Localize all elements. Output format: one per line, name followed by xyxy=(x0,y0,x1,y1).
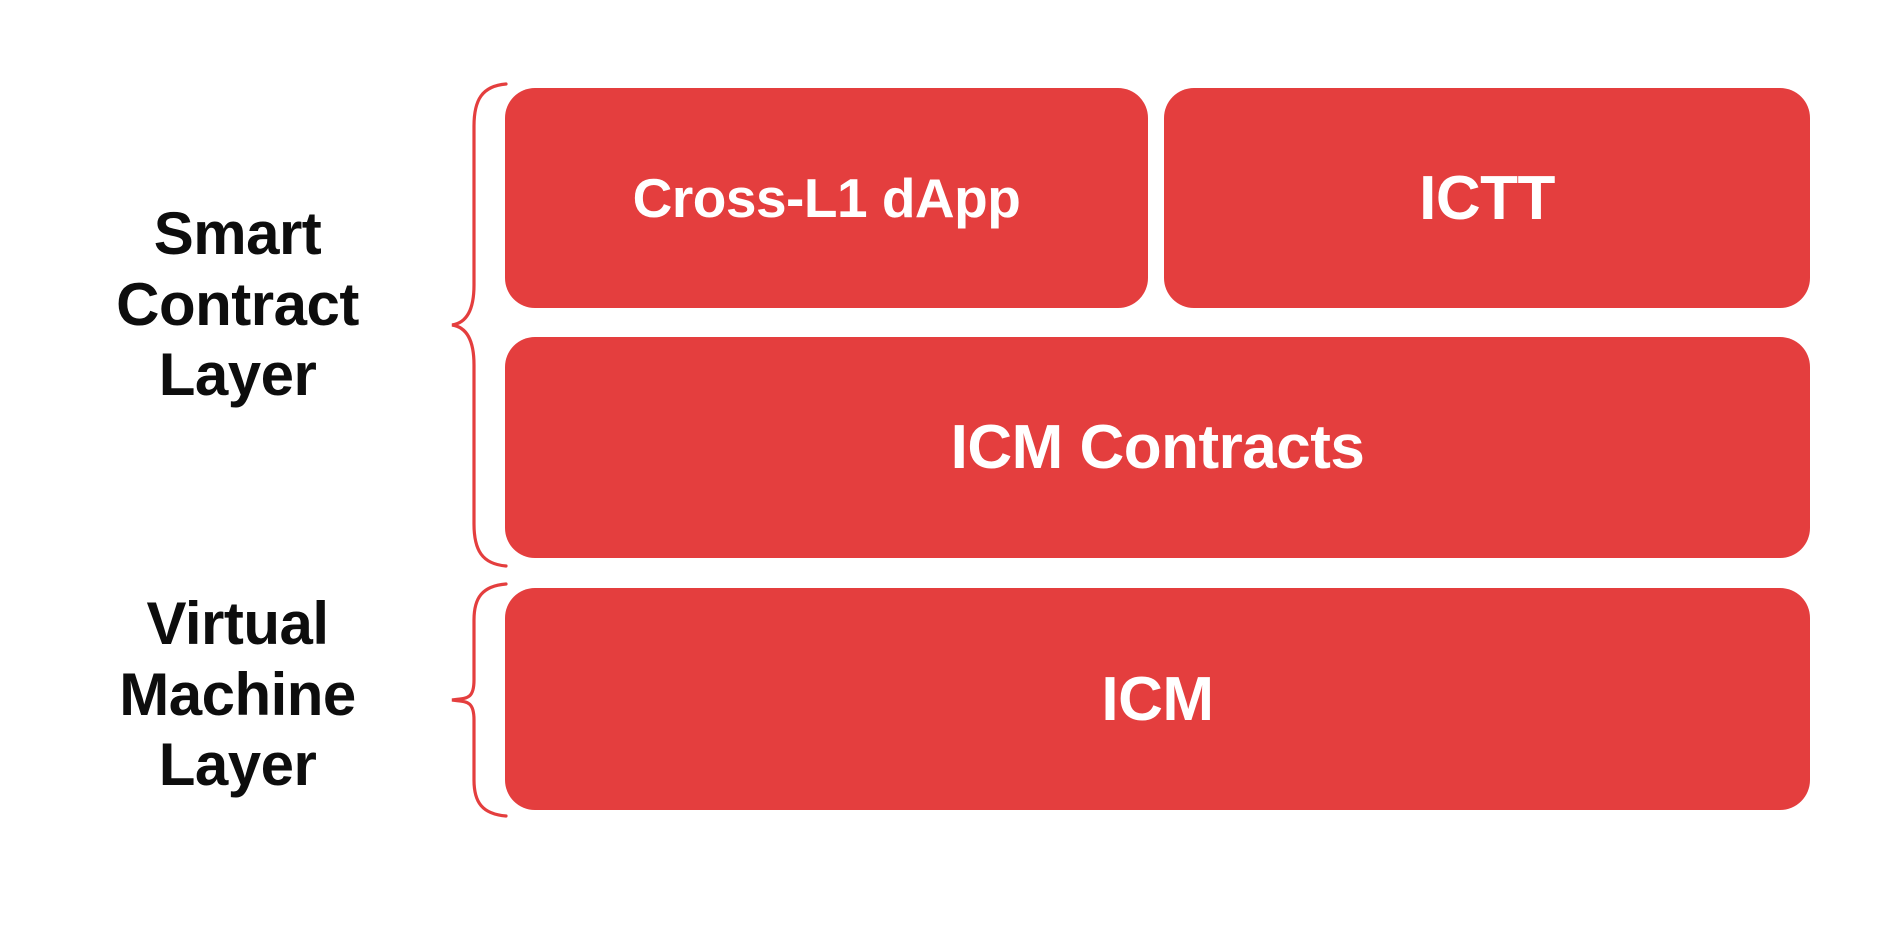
box-ictt[interactable]: ICTT xyxy=(1164,88,1810,308)
box-icm-contracts[interactable]: ICM Contracts xyxy=(505,337,1810,558)
box-cross-l1-dapp[interactable]: Cross-L1 dApp xyxy=(505,88,1148,308)
group-label-virtual-machine-layer: Virtual Machine Layer xyxy=(119,589,356,799)
curly-brace-icon-virtual-machine-layer xyxy=(448,580,510,820)
box-icm[interactable]: ICM xyxy=(505,588,1810,810)
group-label-smart-contract-layer: Smart Contract Layer xyxy=(116,199,359,409)
curly-brace-icon-smart-contract-layer xyxy=(448,80,510,570)
